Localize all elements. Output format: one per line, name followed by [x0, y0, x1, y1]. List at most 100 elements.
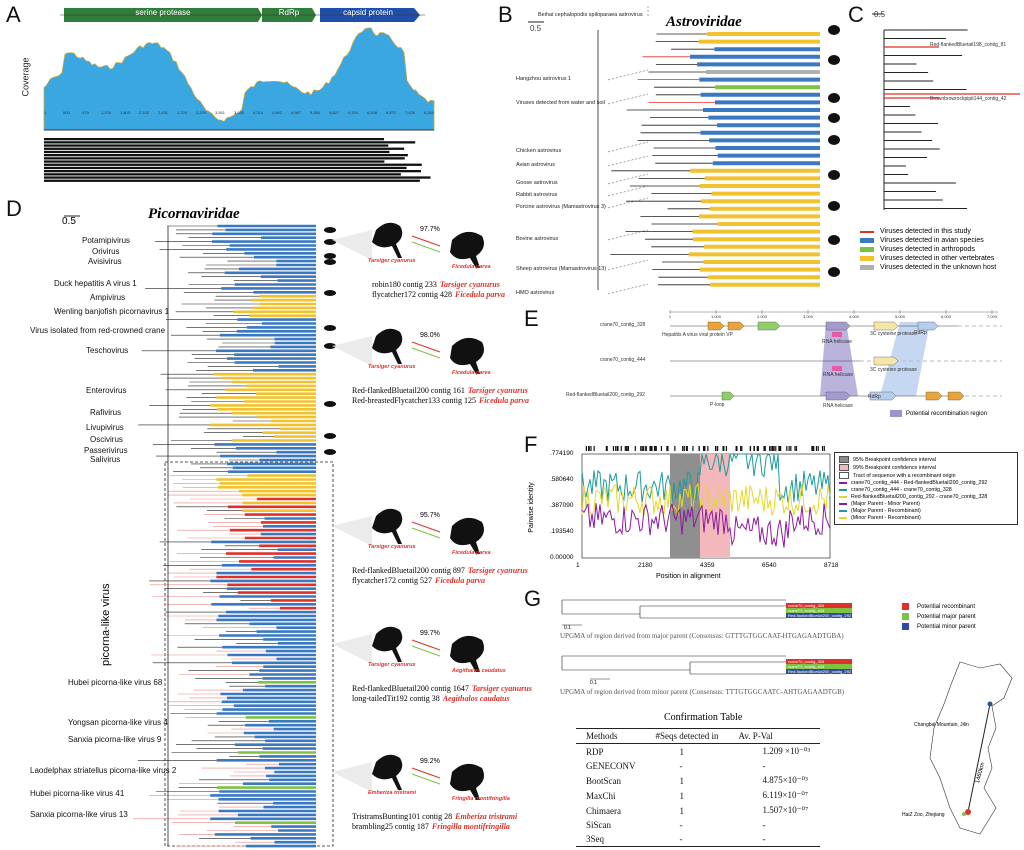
legend-swatch: [839, 472, 849, 479]
informative-site: [585, 446, 587, 451]
informative-site: [723, 446, 725, 451]
identity-percent: 99.2%: [420, 758, 440, 765]
informative-site: [682, 446, 684, 451]
legend-swatch: [860, 247, 874, 252]
informative-site: [764, 446, 766, 451]
informative-site: [702, 446, 705, 451]
legend-swatch: [902, 613, 909, 620]
picorna-taxon-label: Enterovirus: [86, 386, 127, 395]
table-title: Confirmation Table: [664, 712, 743, 723]
upgma-leaf-label: Red-flankedBluetail200_contig_292: [788, 669, 852, 674]
host-silhouette: [828, 55, 840, 65]
table-cell: -: [762, 761, 766, 771]
table-cell: RDP: [586, 746, 604, 757]
legend-text: Viruses detected in avian species: [880, 237, 984, 244]
identity-ytick: .387090: [550, 502, 574, 509]
bird-name-right: Ficedula parva: [452, 370, 491, 376]
informative-site: [605, 446, 607, 451]
coverage-tick: 979: [82, 110, 89, 115]
bird-silhouette-right: [450, 231, 484, 268]
contig-label-328: crane70_contig_328: [600, 322, 646, 328]
taxon-leader: [607, 283, 649, 295]
table-cell: 1.507×10⁻⁰⁷: [762, 805, 809, 815]
legend-swatch: [839, 517, 847, 519]
read-bar: [44, 154, 408, 157]
read-bar: [44, 150, 390, 154]
picorna-taxon-label: Potamipivirus: [82, 236, 131, 245]
informative-site: [698, 446, 700, 451]
informative-site: [725, 446, 728, 451]
panel-letter-d: D: [6, 196, 22, 221]
contig-name: Red-flankedBluetail200 contig 897: [352, 566, 465, 575]
picorna-taxon-label: Orivirus: [92, 247, 120, 256]
read-bar: [44, 166, 407, 170]
map-city-zhejiang: HaiZ Zoo, Zhejiang: [902, 812, 945, 818]
parent-legend-item: Potential recombinant: [902, 603, 976, 610]
table-cell: -: [679, 761, 683, 771]
table-header-row: Methods #Seqs detected in Av. P-Val: [576, 728, 821, 744]
tree-label-rockpipit: Brownbrowrockpipit144_contig_42: [930, 96, 1007, 102]
table-cell: 1: [679, 746, 685, 757]
panel-g: UPGMA of region derived from major paren…: [540, 590, 1024, 850]
informative-site: [593, 446, 595, 451]
host-legend-item: Viruses detected in the unknown host: [860, 264, 996, 271]
informative-site: [773, 446, 775, 451]
read-bar: [44, 170, 421, 173]
identity-legend-item: 99% Breakpoint confidence interval: [839, 464, 1013, 471]
legend-text: Potential major parent: [917, 613, 976, 620]
arrow-red: [411, 521, 441, 533]
picornaviridae-title: Picornaviridae: [148, 206, 240, 222]
taxon-leader: [607, 173, 649, 185]
host-silhouette: [828, 170, 840, 180]
informative-site: [740, 446, 742, 451]
table-cell: 1: [679, 775, 685, 786]
informative-site: [753, 446, 755, 451]
bird-name-right: Fringilla montifringilla: [452, 796, 510, 802]
recombination-swatch: [890, 410, 902, 417]
informative-site: [627, 446, 629, 451]
col-seqs: #Seqs detected in: [645, 728, 729, 744]
site-zhejiang-major: [962, 812, 966, 816]
identity-percent: 97.7%: [420, 226, 440, 233]
upgma-leaf-label: crane70_contig_444: [788, 664, 825, 669]
ci95-region: [670, 454, 700, 558]
legend-text: 99% Breakpoint confidence interval: [853, 464, 937, 471]
bird-silhouette-left: [372, 328, 403, 364]
arrow-green: [411, 527, 441, 539]
bird-silhouette-left: [372, 222, 403, 258]
picorna-taxon-label: Rafivirus: [90, 408, 122, 417]
rdrp-box: [917, 321, 939, 331]
host-legend-item: Viruses detected in arthropods: [860, 246, 996, 253]
legend-text: (Major Parent - Minor Parent): [851, 501, 920, 507]
picorna-taxon-label: Teschovirus: [86, 346, 129, 355]
contig-name: brambling25 contig 187: [352, 822, 429, 831]
parent-legend-item: Potential major parent: [902, 613, 976, 620]
read-bar: [44, 173, 401, 176]
coverage-plot: [43, 27, 435, 182]
coverage-tick: 5,350: [310, 110, 321, 115]
picorna-taxon-label: Wenling banjofish picornavirus 1: [54, 307, 170, 316]
informative-site: [620, 446, 622, 451]
legend-swatch: [860, 238, 874, 243]
taxon-leader: [607, 185, 649, 197]
contig-species: Tarsiger cyanurus: [467, 386, 528, 395]
bird-name-right: Ficedula parva: [452, 264, 491, 270]
contig-species: Ficedula parva: [454, 290, 505, 299]
host-silhouette: [324, 227, 336, 233]
contig-name: Red-flankedBluetail200 contig 1647: [352, 684, 469, 693]
orf-box: [925, 391, 943, 401]
protease-box: [873, 356, 899, 366]
table-cell: 1: [679, 790, 685, 801]
leaf-recombinant: [786, 659, 852, 664]
contig-species: Tarsiger cyanurus: [467, 566, 528, 575]
ruler-label: 7,000: [987, 314, 998, 319]
taxon-leader: [607, 229, 649, 241]
host-silhouette: [828, 235, 840, 245]
